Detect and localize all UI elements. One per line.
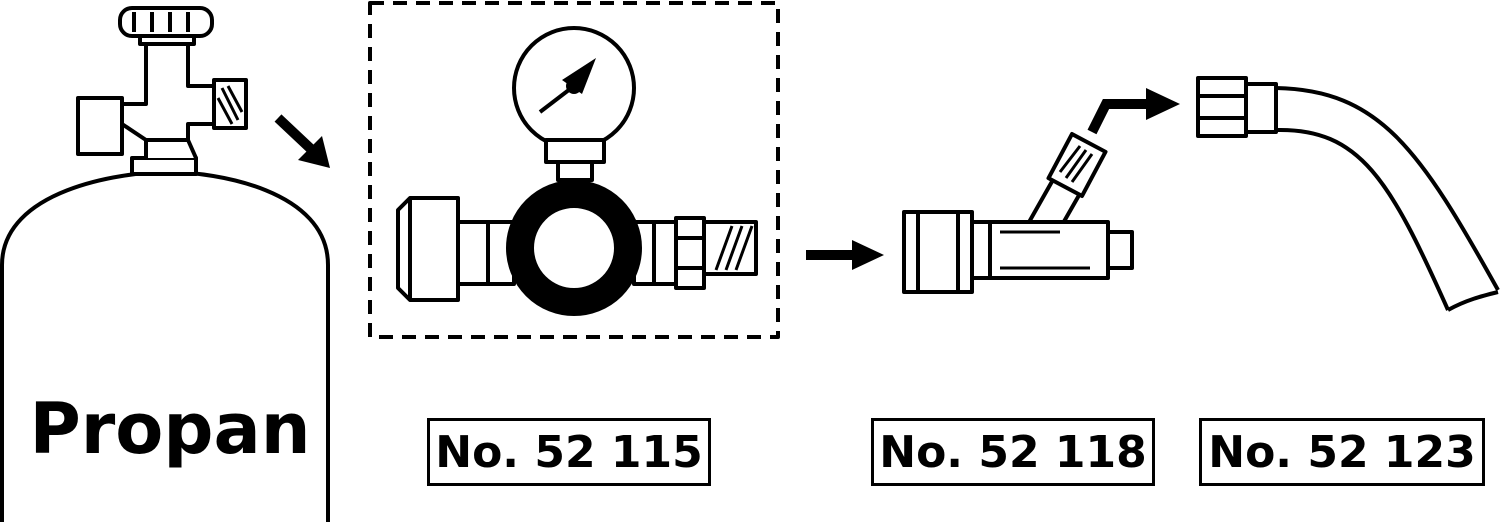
arrow-regulator-to-adapter-icon: [806, 240, 884, 270]
propane-tank: [0, 6, 330, 522]
gas-hose: [1196, 76, 1500, 312]
t-adapter: [902, 132, 1134, 294]
part-number-regulator: No. 52 115: [427, 418, 711, 486]
tank-label: Propan: [29, 388, 311, 470]
pressure-regulator: [368, 1, 780, 339]
arrow-tank-to-regulator-icon: [274, 114, 330, 168]
part-number-hose: No. 52 123: [1199, 418, 1485, 486]
part-number-t-adapter: No. 52 118: [871, 418, 1155, 486]
arrow-adapter-to-hose-icon: [1087, 88, 1180, 135]
